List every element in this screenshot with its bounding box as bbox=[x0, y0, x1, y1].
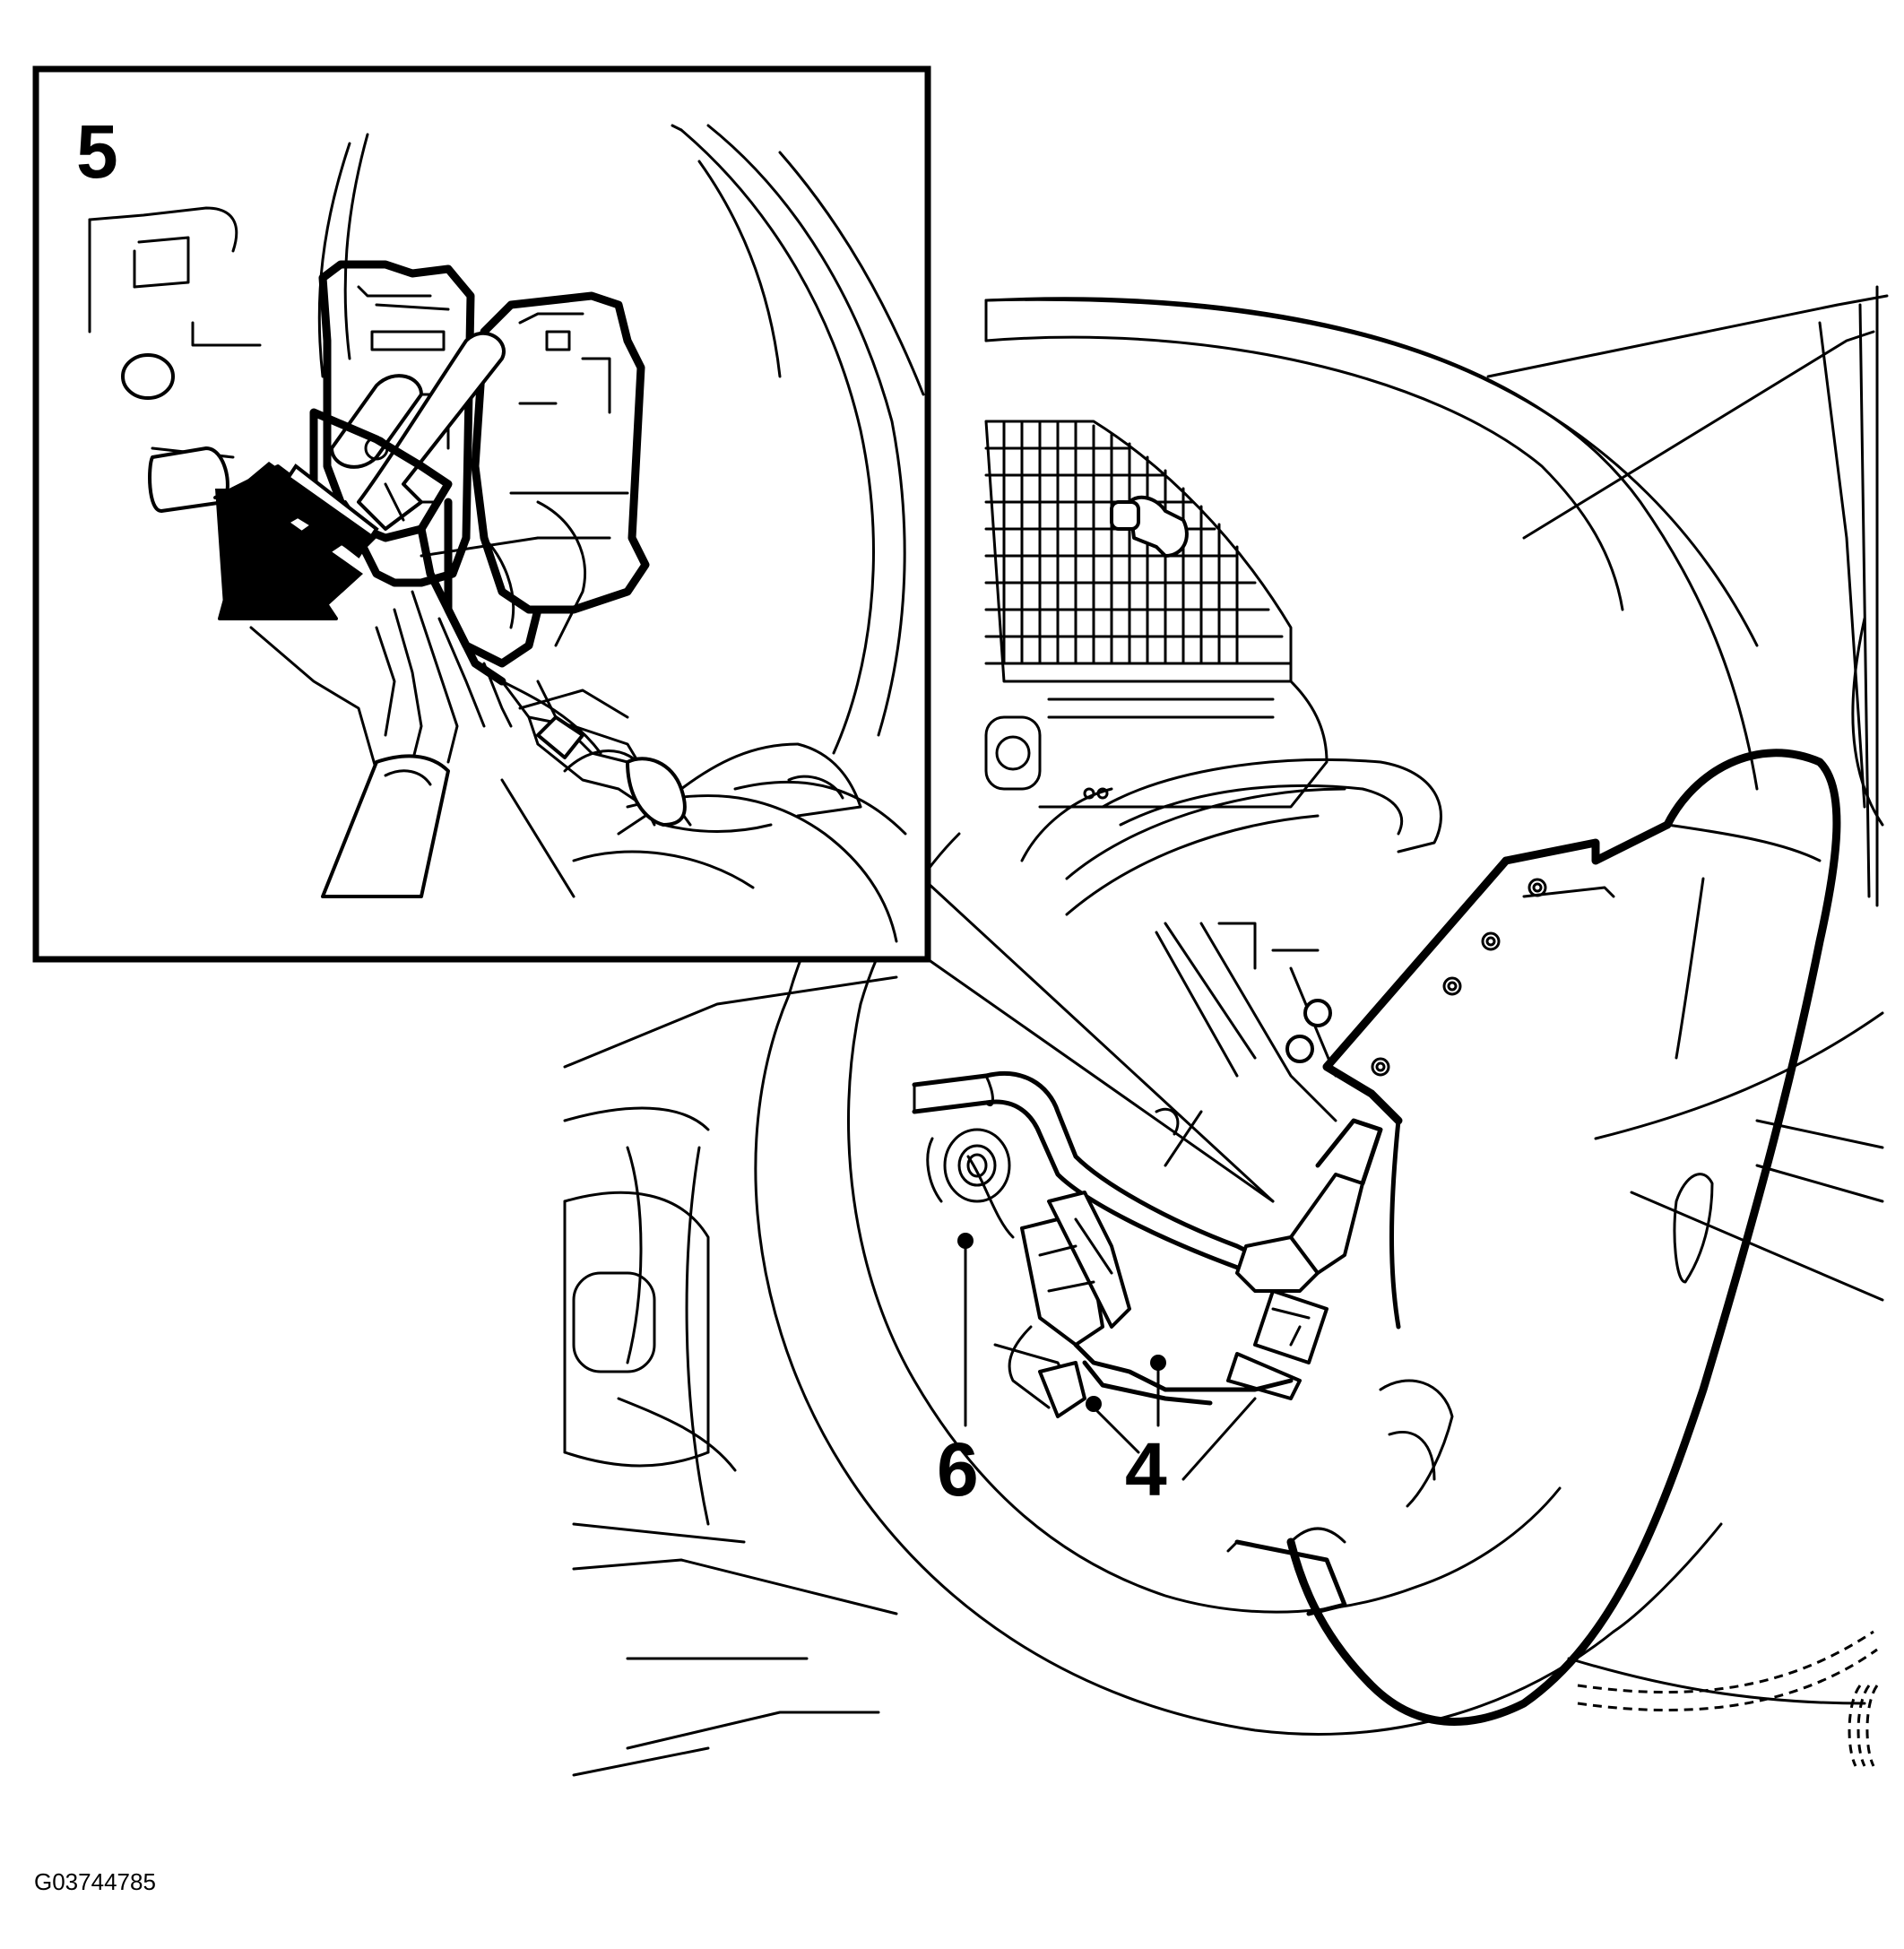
inset-connectors bbox=[309, 260, 650, 686]
steering-wheel-bolt bbox=[926, 1128, 1011, 1203]
leader-line-4b bbox=[1092, 1406, 1140, 1454]
inset-detail: 5 bbox=[32, 65, 931, 963]
pull-direction-arrow-icon bbox=[213, 462, 379, 620]
callout-5: 5 bbox=[76, 109, 118, 194]
callout-leaders bbox=[957, 1233, 1257, 1481]
inset-cable-bundle bbox=[321, 590, 862, 898]
callout-6: 6 bbox=[937, 1427, 979, 1512]
leader-dot-4b bbox=[1086, 1396, 1102, 1412]
pointer-line-upper bbox=[926, 881, 1275, 1203]
airbag-module bbox=[1226, 749, 1841, 1726]
leader-line-4c bbox=[1181, 1397, 1257, 1481]
dashboard-background bbox=[563, 285, 1889, 1777]
inset-pointer bbox=[926, 881, 1275, 1203]
leader-dot-6 bbox=[957, 1233, 974, 1249]
leader-dot-4a bbox=[1150, 1355, 1166, 1371]
callout-4: 4 bbox=[1125, 1427, 1167, 1512]
main-illustration bbox=[563, 285, 1889, 1777]
airbag-connectors bbox=[912, 1070, 1383, 1418]
figure-id: G03744785 bbox=[34, 1868, 156, 1895]
instrument-vent bbox=[984, 420, 1293, 683]
pointer-line-lower bbox=[926, 957, 1275, 1203]
